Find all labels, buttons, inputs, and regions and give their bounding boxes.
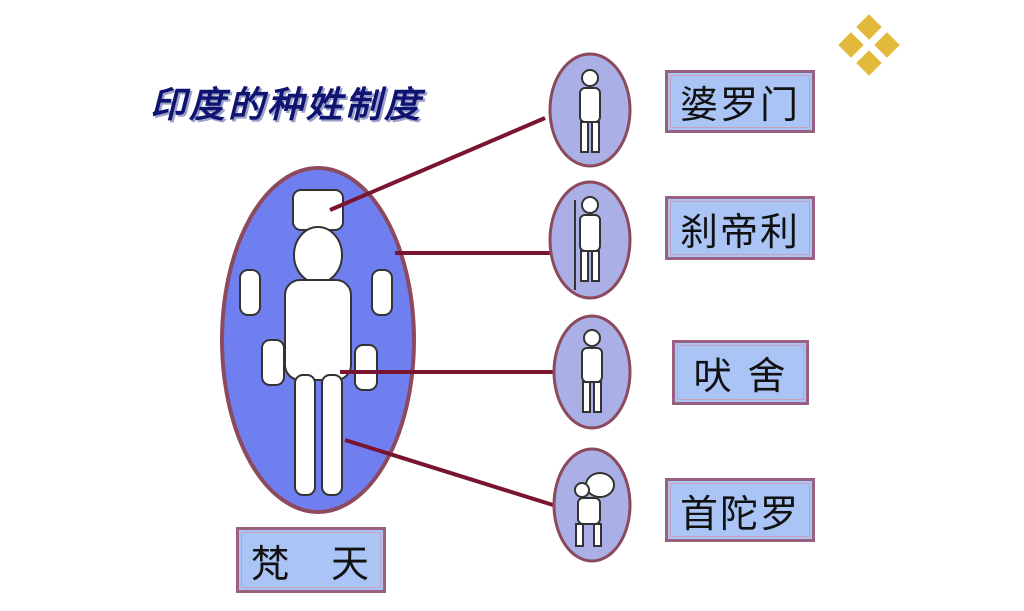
line-brahmin <box>329 116 546 212</box>
label-vaishya: 吠 舍 <box>672 340 809 405</box>
slide-title: 印度的种姓制度 <box>150 85 424 126</box>
shudra-figure-icon <box>574 472 615 547</box>
line-shudra <box>344 438 554 507</box>
connector-lines <box>329 116 554 507</box>
brahmin-figure-icon <box>579 69 601 153</box>
logo-diamonds-icon <box>838 14 900 76</box>
label-brahma: 梵 天 <box>236 527 386 593</box>
label-shudra: 首陀罗 <box>665 478 815 542</box>
label-kshatriya: 刹帝利 <box>665 196 815 260</box>
vaishya-figure-icon <box>581 329 603 413</box>
brahma-figure-icon <box>239 189 393 496</box>
label-brahmin: 婆罗门 <box>665 70 815 133</box>
kshatriya-figure-icon <box>574 196 601 290</box>
